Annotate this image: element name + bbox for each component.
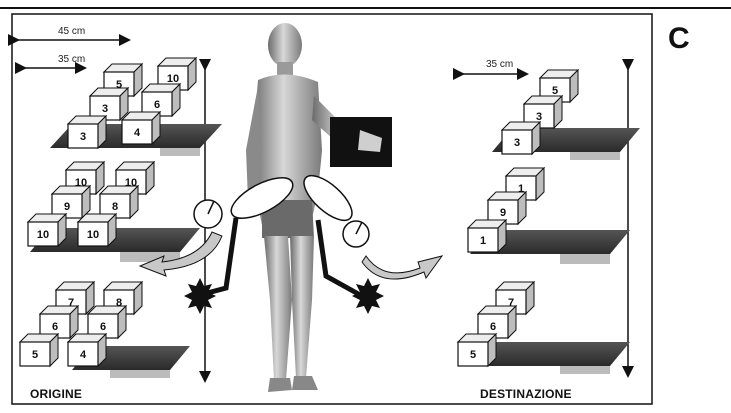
origin-top-box: 3 [90, 88, 128, 120]
box-number: 3 [80, 131, 86, 143]
box-number: 5 [32, 349, 38, 361]
origin-mid-box: 9 [52, 186, 90, 218]
box-number: 3 [102, 103, 108, 115]
origin-top-box: 3 [68, 116, 106, 148]
destination-low-box: 6 [478, 306, 516, 338]
box-number: 8 [112, 201, 118, 213]
box-number: 10 [37, 229, 49, 241]
box-number: 10 [167, 73, 179, 85]
box-number: 6 [154, 99, 160, 111]
destination-mid-box: 1 [468, 220, 506, 252]
destination-mid-box: 9 [488, 192, 526, 224]
dimension-left-inner-label: 35 cm [58, 54, 85, 65]
box-number: 10 [87, 229, 99, 241]
box-number: 5 [470, 349, 476, 361]
box-number: 3 [536, 111, 542, 123]
box-number: 3 [514, 137, 520, 149]
box-number: 6 [100, 321, 106, 333]
origin-low-box: 4 [68, 334, 106, 366]
box-number: 5 [552, 85, 558, 97]
origin-top-box: 6 [142, 84, 180, 116]
box-number: 1 [480, 235, 486, 247]
destination-label: DESTINAZIONE [480, 387, 572, 401]
origin-top-box: 4 [122, 112, 160, 144]
origin-mid-box: 10 [28, 214, 66, 246]
box-number: 6 [52, 321, 58, 333]
origin-mid-box: 8 [100, 186, 138, 218]
origin-low-box: 5 [20, 334, 58, 366]
dimension-left-outer-label: 45 cm [58, 26, 85, 37]
box-number: 4 [80, 349, 87, 361]
box-number: 4 [134, 127, 141, 139]
origin-low-box: 6 [40, 306, 78, 338]
origin-low-box: 6 [88, 306, 126, 338]
destination-low-box: 5 [458, 334, 496, 366]
destination-top-box: 3 [502, 122, 540, 154]
box-number: 6 [490, 321, 496, 333]
panel-letter: C [668, 22, 690, 56]
dimension-right-label: 35 cm [486, 59, 513, 70]
origin-mid-box: 10 [78, 214, 116, 246]
box-number: 9 [64, 201, 70, 213]
origin-label: ORIGINE [30, 387, 82, 401]
box-number: 9 [500, 207, 506, 219]
